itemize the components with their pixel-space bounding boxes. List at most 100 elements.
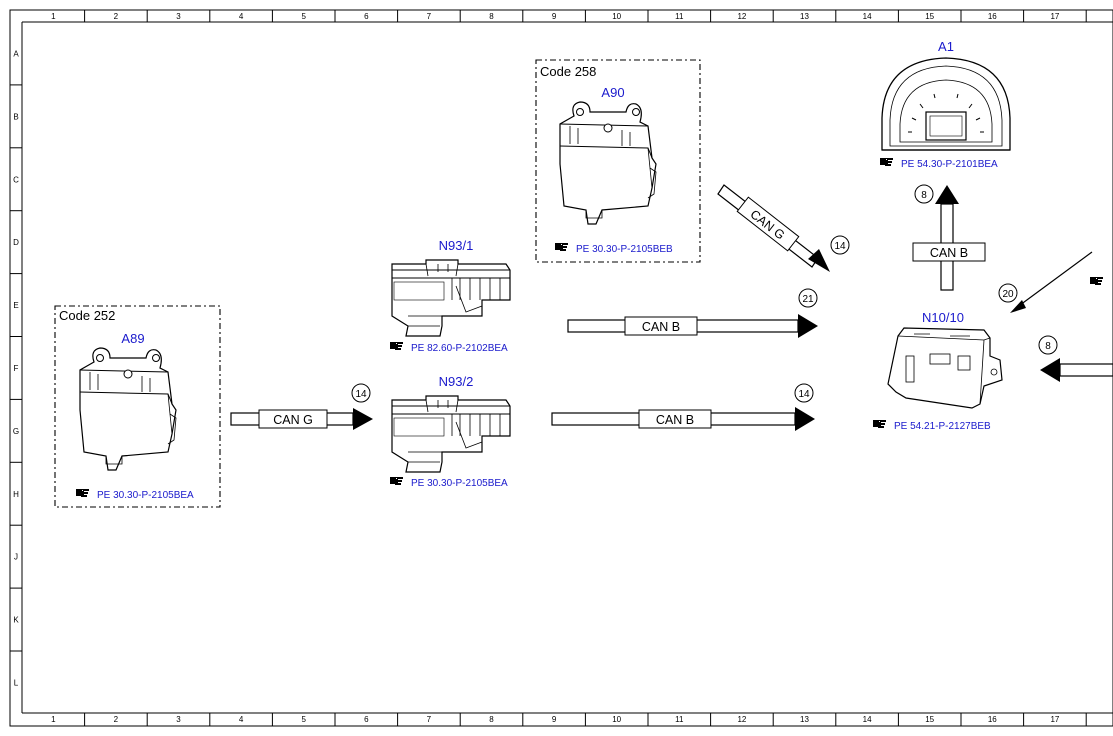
column-label-13: 13 <box>800 12 809 21</box>
n93-1-reference[interactable]: PE 82.60-P-2102BEA <box>411 343 508 354</box>
bus-label: CAN B <box>656 413 694 427</box>
column-label-17: 17 <box>1050 12 1059 21</box>
a89-label: A89 <box>121 331 144 346</box>
n93-2-reference[interactable]: PE 30.30-P-2105BEA <box>411 478 508 489</box>
n10-10-reference[interactable]: PE 54.21-P-2127BEB <box>894 421 991 432</box>
a89-airbag-sensor-image <box>79 347 177 471</box>
column-grid-ticks: 1122334455667788991010111112121313141415… <box>51 10 1087 726</box>
column-label-7: 7 <box>427 12 432 21</box>
pointing-hand-icon <box>873 420 886 428</box>
column-label-14: 14 <box>863 715 872 724</box>
a1-label: A1 <box>938 39 954 54</box>
column-label-11: 11 <box>675 12 684 21</box>
column-label-9: 9 <box>552 12 557 21</box>
column-label-2: 2 <box>114 12 119 21</box>
pointing-hand-icon <box>76 489 89 497</box>
svg-text:14: 14 <box>798 389 810 400</box>
column-label-2: 2 <box>114 715 119 724</box>
column-label-1: 1 <box>51 715 56 724</box>
a90-reference[interactable]: PE 30.30-P-2105BEB <box>576 244 673 255</box>
column-label-6: 6 <box>364 715 369 724</box>
ref-circle-8: 8 <box>914 184 934 204</box>
column-label-3: 3 <box>176 715 181 724</box>
code-252-label: Code 252 <box>59 308 115 323</box>
can-g-line-a90[interactable]: CAN G <box>717 184 830 272</box>
ref-circle-14: 14 <box>351 383 371 403</box>
code-258-box <box>535 59 701 263</box>
row-label-K: K <box>13 616 19 625</box>
can-b-line-a1[interactable]: CAN B <box>912 185 986 291</box>
can-b-line-n93-2[interactable]: CAN B <box>551 407 815 431</box>
row-label-D: D <box>13 238 19 247</box>
svg-text:20: 20 <box>1002 289 1014 300</box>
row-label-F: F <box>14 364 19 373</box>
svg-text:8: 8 <box>921 190 927 201</box>
bus-label: CAN B <box>930 246 968 260</box>
column-label-8: 8 <box>489 12 494 21</box>
ref-circle-8: 8 <box>1038 335 1058 355</box>
column-label-7: 7 <box>427 715 432 724</box>
pointing-hand-icon <box>555 243 568 251</box>
n10-10-label: N10/10 <box>922 310 964 325</box>
ref-circle-14: 14 <box>830 235 850 255</box>
column-label-12: 12 <box>737 12 746 21</box>
row-label-J: J <box>14 553 18 562</box>
row-label-H: H <box>13 490 19 499</box>
column-label-11: 11 <box>675 715 684 724</box>
column-label-1: 1 <box>51 12 56 21</box>
ref-circle-14: 14 <box>794 383 814 403</box>
column-label-5: 5 <box>301 12 306 21</box>
column-label-15: 15 <box>925 715 934 724</box>
column-label-3: 3 <box>176 12 181 21</box>
row-label-E: E <box>13 301 18 310</box>
pointing-hand-icon <box>390 342 403 350</box>
column-label-4: 4 <box>239 12 244 21</box>
code-258-label: Code 258 <box>540 64 596 79</box>
svg-text:14: 14 <box>355 389 367 400</box>
n93-2-label: N93/2 <box>439 374 474 389</box>
ref-circle-21: 21 <box>798 288 818 308</box>
code-252-box <box>54 305 221 508</box>
column-label-16: 16 <box>988 715 997 724</box>
column-label-14: 14 <box>863 12 872 21</box>
can-b-line-n93-1[interactable]: CAN B <box>567 314 818 338</box>
column-label-15: 15 <box>925 12 934 21</box>
pointing-hand-icon <box>880 158 893 166</box>
column-label-13: 13 <box>800 715 809 724</box>
drawing-frame: 1122334455667788991010111112121313141415… <box>9 9 1113 727</box>
svg-text:14: 14 <box>834 241 846 252</box>
n93-1-label: N93/1 <box>439 238 474 253</box>
column-label-12: 12 <box>737 715 746 724</box>
incoming-line-20[interactable] <box>1010 251 1093 313</box>
row-label-B: B <box>13 112 18 121</box>
column-label-9: 9 <box>552 715 557 724</box>
row-label-G: G <box>13 427 19 436</box>
column-label-17: 17 <box>1050 715 1059 724</box>
a90-airbag-sensor-image <box>559 101 657 225</box>
svg-text:8: 8 <box>1045 341 1051 352</box>
column-label-8: 8 <box>489 715 494 724</box>
row-label-L: L <box>14 678 19 687</box>
incoming-line-8[interactable] <box>1040 358 1113 382</box>
bus-label: CAN G <box>273 413 313 427</box>
n93-2-connector-image <box>391 395 511 473</box>
n10-10-control-unit-image <box>887 327 1003 409</box>
n93-1-connector-image <box>391 259 511 337</box>
a90-label: A90 <box>601 85 624 100</box>
bus-label: CAN B <box>642 320 680 334</box>
pointing-hand-icon <box>390 477 403 485</box>
row-label-C: C <box>13 175 19 184</box>
a1-instrument-cluster-image <box>881 57 1011 151</box>
column-label-6: 6 <box>364 12 369 21</box>
a1-reference[interactable]: PE 54.30-P-2101BEA <box>901 159 998 170</box>
column-label-5: 5 <box>301 715 306 724</box>
column-label-4: 4 <box>239 715 244 724</box>
column-label-16: 16 <box>988 12 997 21</box>
ref-circle-20: 20 <box>998 283 1018 303</box>
column-label-10: 10 <box>612 715 621 724</box>
a89-reference[interactable]: PE 30.30-P-2105BEA <box>97 490 194 501</box>
can-g-line-a89[interactable]: CAN G <box>230 408 373 430</box>
column-label-10: 10 <box>612 12 621 21</box>
